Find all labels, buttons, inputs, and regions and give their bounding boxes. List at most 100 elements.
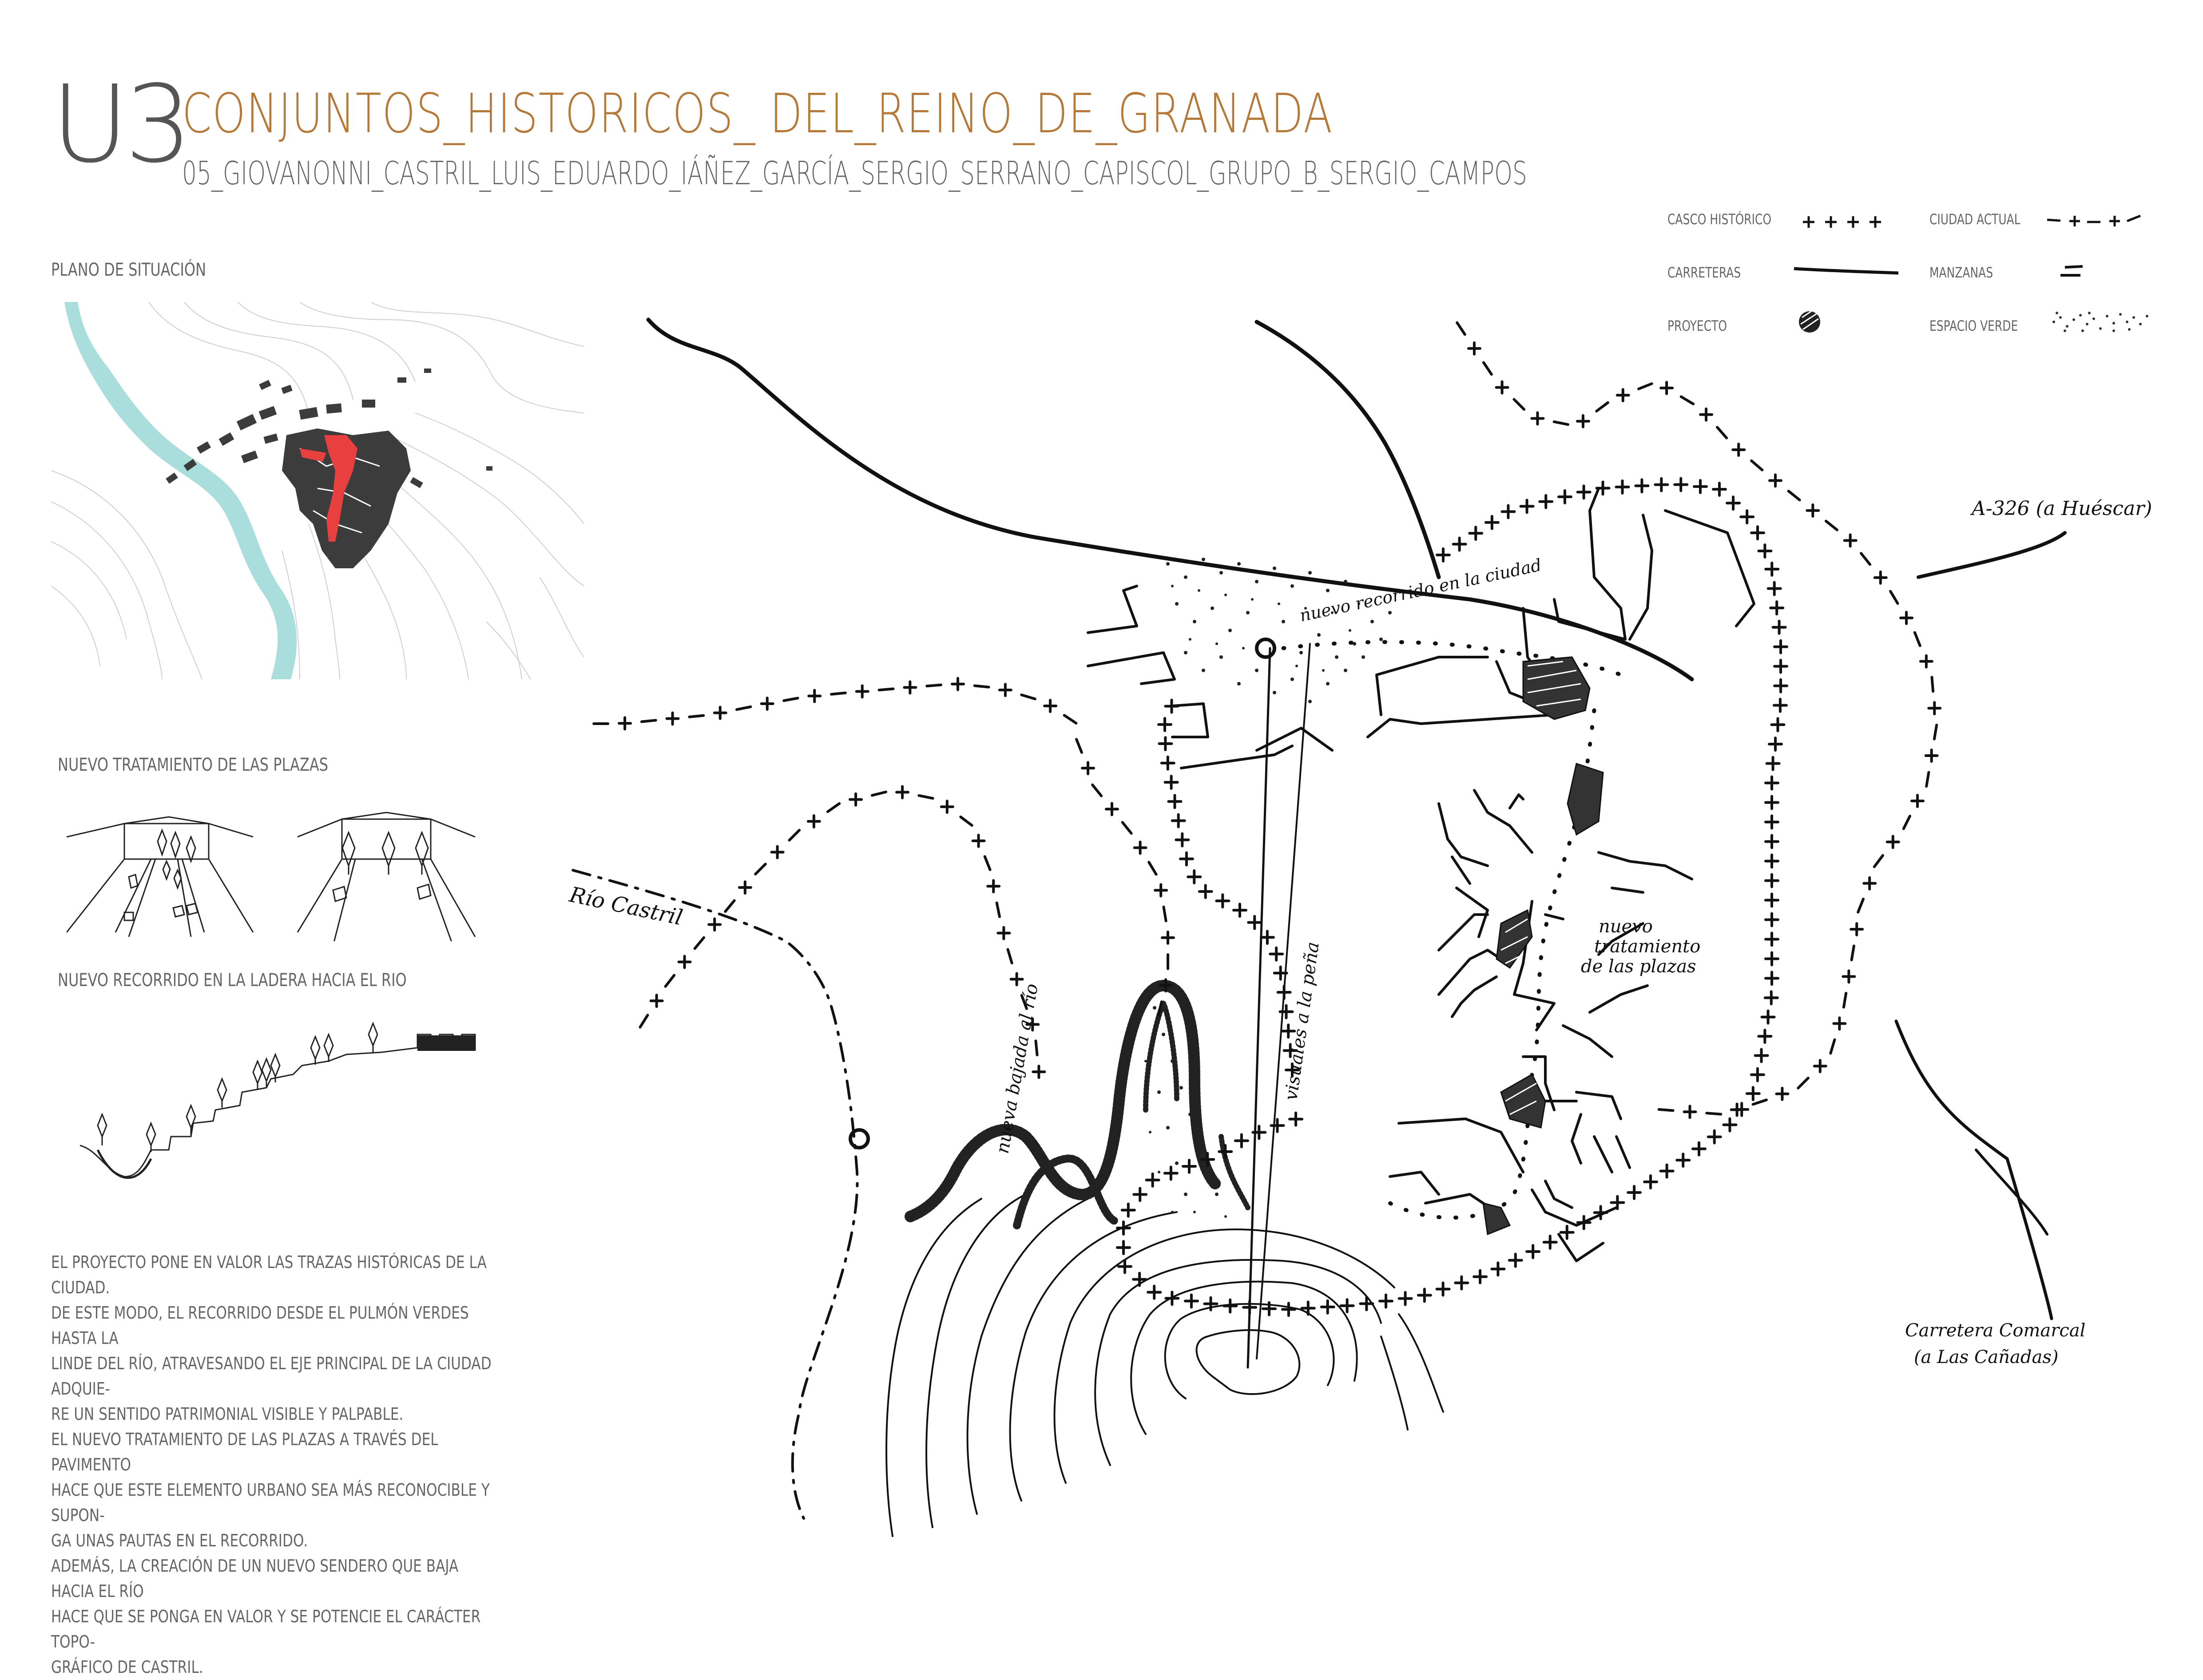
boundary-dash [1679, 395, 1695, 405]
page-title: CONJUNTOS_HISTORICOS_ DEL_REINO_DE_GRANA… [182, 82, 1333, 145]
boundary-cross [1691, 1141, 1707, 1157]
boundary-cross [1757, 543, 1773, 559]
boundary-cross [760, 696, 774, 711]
boundary-dash [1857, 897, 1865, 914]
boundary-cross [1730, 1102, 1744, 1117]
boundary-dash [1716, 426, 1728, 440]
boundary-cross [1160, 755, 1175, 771]
boundary-cross [1610, 1195, 1625, 1210]
boundary-cross [1436, 547, 1451, 563]
boundary-cross [1163, 775, 1179, 790]
boundary-cross [1378, 1293, 1393, 1309]
label-recorrido: nuevo recorrido en la ciudad [1298, 555, 1544, 626]
legend-label-ciudad: CIUDAD ACTUAL [1929, 211, 2020, 228]
boundary-dash [1860, 552, 1872, 566]
boundary-cross [1009, 972, 1024, 987]
boundary-cross [1692, 479, 1708, 494]
boundary-cross [1775, 1086, 1790, 1101]
boundary-cross [738, 880, 752, 895]
boundary-cross [895, 785, 910, 800]
boundary-cross [1739, 509, 1755, 525]
boundary-cross [1473, 1269, 1488, 1284]
boundary-dash [1157, 1000, 1163, 1017]
sightline-2 [1256, 643, 1311, 1359]
boundary-cross [1104, 802, 1119, 816]
boundary-cross [1919, 654, 1933, 669]
boundary-dash [1034, 1039, 1039, 1057]
boundary-dash [1873, 854, 1884, 868]
boundary-dash [640, 719, 657, 723]
boundary-cross [1675, 1153, 1691, 1168]
boundary-cross [1468, 526, 1484, 541]
boundary-cross [1764, 951, 1779, 967]
boundary-cross [971, 833, 986, 848]
boundary-cross [770, 845, 785, 860]
boundary-cross [1117, 1259, 1133, 1274]
boundary-cross [1161, 930, 1175, 945]
new-descent-path [905, 980, 1223, 1222]
boundary-cross [1764, 561, 1780, 577]
boundary-cross [1273, 965, 1288, 981]
boundary-cross [1159, 978, 1173, 993]
project-point-river [849, 1128, 870, 1149]
boundary-dash [1657, 1108, 1675, 1112]
boundary-cross [1707, 1129, 1722, 1145]
boundary-cross [940, 800, 954, 814]
boundary-dash [1637, 382, 1653, 390]
boundary-cross [1764, 912, 1779, 927]
boundary-cross [1643, 1174, 1658, 1189]
boundary-cross [849, 792, 863, 807]
boundary-cross [707, 917, 722, 932]
boundary-cross [807, 689, 822, 703]
boundary-dash [1063, 714, 1078, 725]
boundary-cross [1850, 922, 1864, 937]
boundary-dash [754, 863, 767, 876]
section-label-plazas: NUEVO TRATAMIENTO DE LAS PLAZAS [58, 755, 329, 775]
boundary-cross [1634, 478, 1650, 494]
boundary-cross [1576, 1215, 1592, 1230]
boundary-cross [1764, 971, 1779, 986]
boundary-cross [1764, 814, 1779, 830]
boundary-cross [1764, 853, 1779, 869]
boundary-cross [1182, 1158, 1197, 1174]
boundary-dash [1902, 815, 1911, 830]
river-line [572, 869, 859, 1520]
main-road [646, 317, 1694, 682]
boundary-cross [1183, 1293, 1199, 1309]
boundary-dash [664, 974, 676, 988]
boundary-cross [1215, 893, 1231, 909]
boundary-cross [1359, 1296, 1374, 1312]
project-highlight [324, 435, 357, 542]
boundary-dash [1121, 821, 1133, 835]
boundary-cross [1754, 1048, 1769, 1063]
boundary-cross [1806, 503, 1820, 518]
boundary-cross [996, 926, 1011, 940]
boundary-cross [1576, 414, 1590, 428]
boundary-dash [1006, 948, 1013, 965]
boundary-cross [1262, 1301, 1277, 1316]
contours [885, 1193, 1444, 1537]
label-visuales: visuales a la peña [1281, 940, 1323, 1102]
boundary-dash [693, 936, 706, 950]
boundary-dash [1751, 1098, 1768, 1106]
boundary-dash [1705, 1112, 1723, 1116]
boundary-dash [1787, 490, 1801, 502]
boundary-cross [1282, 1043, 1298, 1058]
boundary-cross [1269, 946, 1284, 962]
section-label-route: NUEVO RECORRIDO EN LA LADERA HACIA EL RI… [58, 970, 407, 991]
boundary-cross [1764, 873, 1779, 888]
green-space-speckle [1144, 558, 1392, 1218]
legend-symbols [1794, 214, 2148, 333]
boundary-cross [1500, 504, 1516, 519]
boundary-cross [1772, 697, 1788, 713]
town-blocks [166, 368, 492, 568]
boundary-cross [1203, 1296, 1219, 1312]
boundary-cross [1278, 1004, 1294, 1019]
boundary-cross [1157, 717, 1173, 732]
boundary-cross [677, 955, 692, 969]
boundary-cross [1495, 380, 1509, 395]
legend-label-verde: ESPACIO VERDE [1929, 317, 2018, 334]
legend-label-casco: CASCO HISTÓRICO [1667, 211, 1771, 228]
boundary-cross [1699, 407, 1714, 422]
boundary-cross [1490, 1261, 1506, 1277]
